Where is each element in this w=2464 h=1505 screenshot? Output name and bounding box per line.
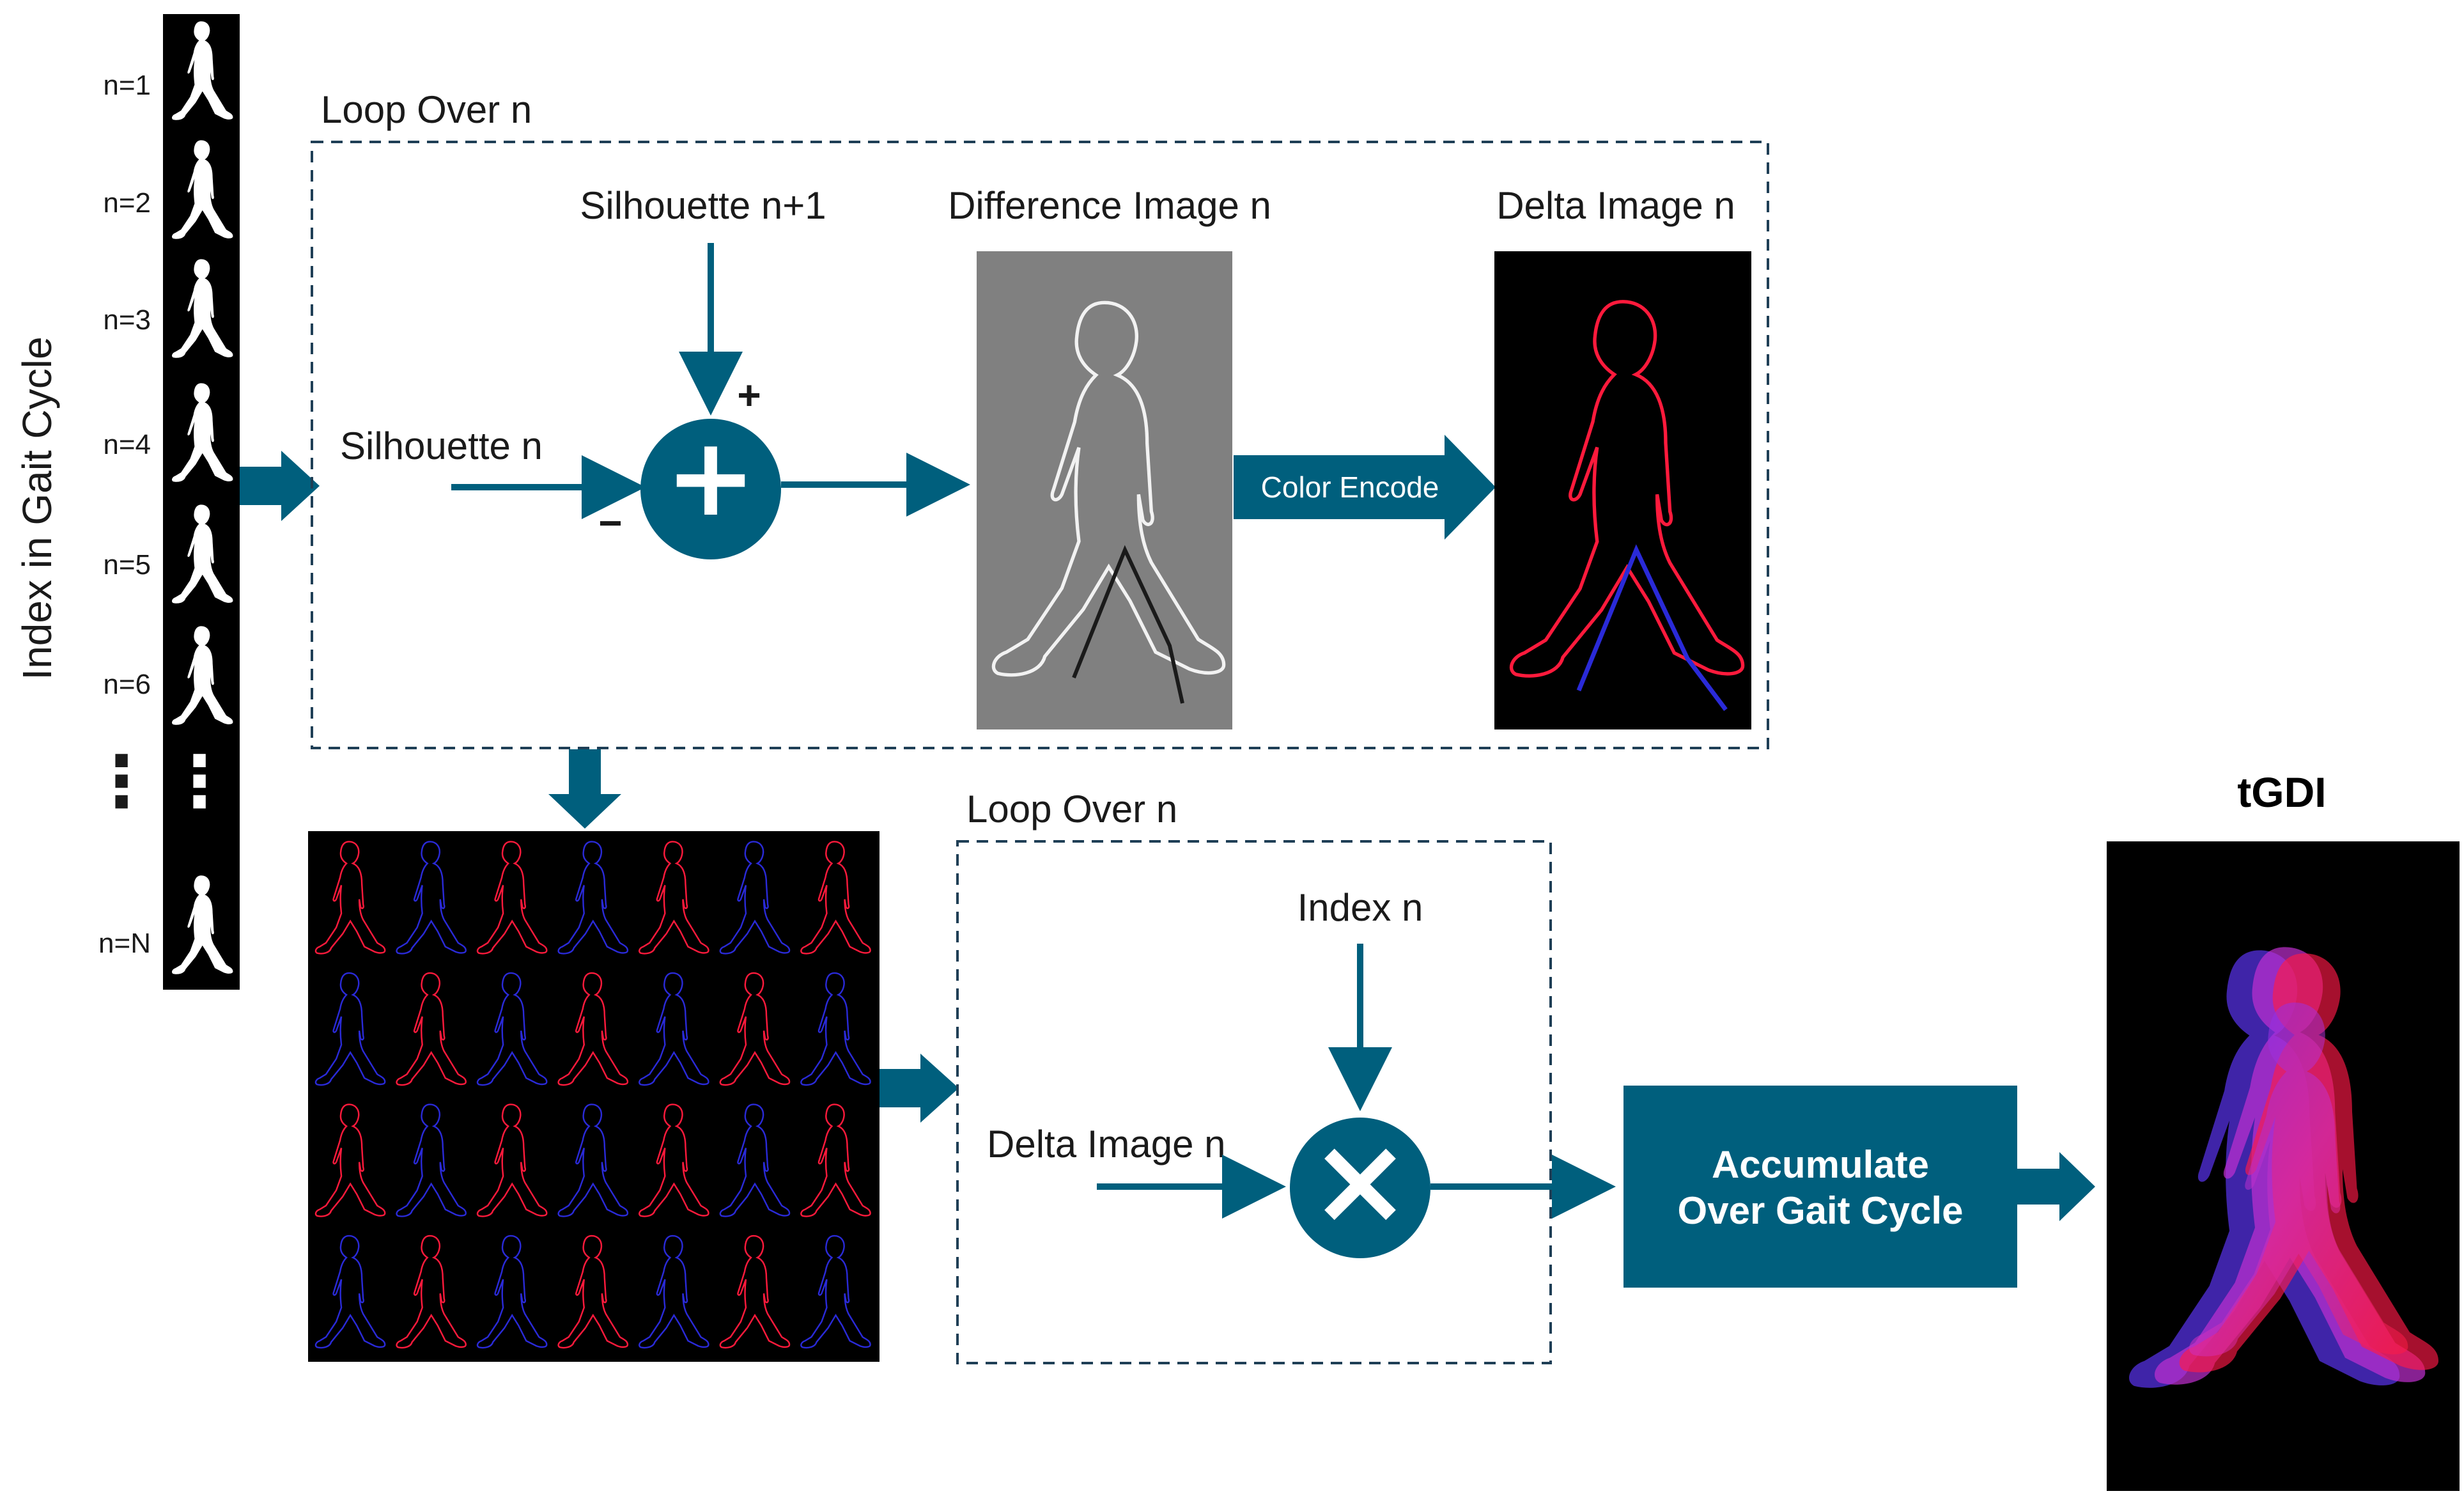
delta-image-blue-edge bbox=[1576, 544, 1728, 712]
top-loop: Loop Over n Silhouette n+1 + Silhouette … bbox=[311, 88, 1769, 749]
multiplier-node bbox=[1290, 1118, 1430, 1258]
difference-image-title: Difference Image n bbox=[948, 184, 1271, 227]
delta-image-montage bbox=[308, 831, 879, 1362]
frame-strip-ellipsis: ⋮ bbox=[164, 740, 235, 822]
minus-sign: − bbox=[598, 500, 622, 546]
tgdi-title: tGDI bbox=[2237, 768, 2326, 816]
accumulate-line-2: Over Gait Cycle bbox=[1678, 1189, 1964, 1232]
strip-to-loop-arrow bbox=[240, 451, 320, 521]
montage-to-loop-arrow bbox=[879, 1054, 959, 1123]
silhouette-next-label: Silhouette n+1 bbox=[580, 184, 826, 227]
accumulate-box: Accumulate Over Gait Cycle bbox=[1623, 1086, 2017, 1288]
tgdi-output: tGDI bbox=[2107, 768, 2460, 1491]
silhouette-current-label: Silhouette n bbox=[340, 425, 543, 467]
color-encode-arrow bbox=[1234, 435, 1496, 540]
top-loop-title: Loop Over n bbox=[321, 88, 532, 131]
frame-labels: n=1 n=2 n=3 n=4 n=5 n=6 ⋮ n=N bbox=[86, 70, 157, 959]
accumulate-box-shape bbox=[1623, 1086, 2017, 1288]
frame-label-1: n=1 bbox=[103, 70, 151, 101]
bottom-loop: Loop Over n Index n Delta Image n × bbox=[956, 788, 1616, 1364]
accumulate-line-1: Accumulate bbox=[1712, 1143, 1929, 1186]
adder-symbol: + bbox=[665, 414, 756, 541]
index-input-label: Index n bbox=[1298, 886, 1423, 929]
difference-image-panel bbox=[977, 251, 1232, 729]
frame-label-N: n=N bbox=[98, 928, 151, 959]
bottom-loop-title: Loop Over n bbox=[966, 788, 1177, 830]
loop-to-montage-arrow bbox=[548, 749, 621, 829]
adder-node bbox=[640, 419, 781, 559]
delta-image-title: Delta Image n bbox=[1496, 184, 1735, 227]
accumulate-to-output-arrow bbox=[2017, 1152, 2095, 1221]
gait-cycle-axis-label: Index in Gait Cycle bbox=[14, 336, 60, 680]
plus-sign: + bbox=[737, 372, 761, 418]
delta-image-panel bbox=[1494, 251, 1751, 729]
difference-image-dark-edge bbox=[1072, 545, 1184, 704]
bottom-loop-frame bbox=[956, 840, 1552, 1364]
frame-label-6: n=6 bbox=[103, 669, 151, 700]
frame-label-3: n=3 bbox=[103, 304, 151, 336]
multiplier-symbol: × bbox=[1309, 1110, 1411, 1251]
silhouette-strip: ⋮ bbox=[163, 14, 240, 990]
delta-input-label: Delta Image n bbox=[987, 1123, 1226, 1166]
frame-label-5: n=5 bbox=[103, 549, 151, 581]
top-loop-frame bbox=[311, 141, 1769, 749]
color-encode-label: Color Encode bbox=[1261, 471, 1439, 504]
frame-label-2: n=2 bbox=[103, 187, 151, 219]
frame-label-4: n=4 bbox=[103, 429, 151, 460]
frame-label-ellipsis: ⋮ bbox=[86, 740, 157, 822]
montage-background bbox=[308, 831, 879, 1362]
